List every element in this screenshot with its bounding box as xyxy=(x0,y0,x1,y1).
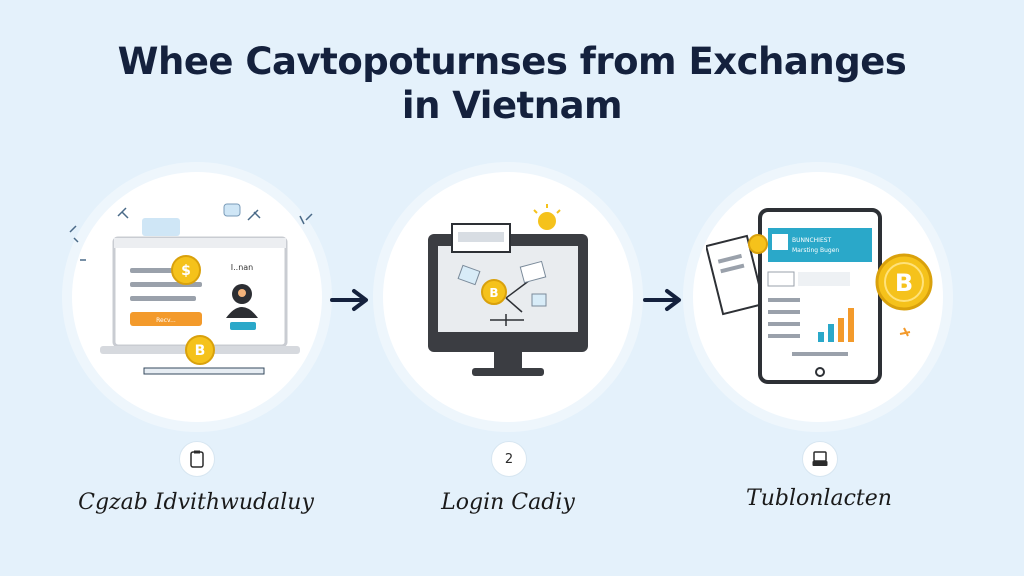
number-badge-icon: 2 xyxy=(491,441,527,477)
svg-text:$: $ xyxy=(181,263,191,279)
tablet-header-line-2: Marsting Bugen xyxy=(792,247,839,254)
blue-badge xyxy=(230,322,256,330)
avatar xyxy=(226,284,258,318)
scanner-icon xyxy=(802,441,838,477)
svg-text:B: B xyxy=(895,269,913,297)
page-title: Whee Cavtopoturnses from Exchanges in Vi… xyxy=(0,40,1024,128)
paper-note-2 xyxy=(457,264,481,286)
coin-icon-1: $ xyxy=(171,255,201,285)
chat-bubble xyxy=(223,203,241,217)
step-1-label: Cgzab Idvithwudaluy xyxy=(78,490,314,515)
clipboard-icon xyxy=(179,441,215,477)
step1-screen-heading: I..nan xyxy=(231,263,254,272)
bar-chart xyxy=(818,308,854,342)
decorative-doodles xyxy=(69,207,313,261)
arrow-right-icon-2 xyxy=(643,289,681,311)
coin-icon-4 xyxy=(748,234,768,254)
monitor-screen xyxy=(438,246,578,332)
step-2-number: 2 xyxy=(504,451,514,467)
title-line-1: Whee Cavtopoturnses from Exchanges xyxy=(117,40,907,83)
svg-text:B: B xyxy=(489,286,498,300)
sparkle-icon xyxy=(899,327,911,337)
lightbulb-coin-icon xyxy=(533,204,561,230)
receipt-strip xyxy=(143,367,265,375)
coin-icon-3: B xyxy=(481,279,507,305)
coin-icon-5: B xyxy=(875,253,933,311)
step-3-label: Tublonlacten xyxy=(746,486,892,511)
tablet-header-line-1: BUNNCHIEST xyxy=(792,237,832,244)
paper-note-3 xyxy=(531,293,547,307)
step-2-label: Login Cadiy xyxy=(441,490,575,515)
step-2-illustration: B xyxy=(428,204,588,376)
tablet-home-button xyxy=(815,367,825,377)
arrow-right-icon-1 xyxy=(330,289,368,311)
transfer-lines xyxy=(490,279,531,326)
orange-button xyxy=(130,312,202,326)
coin-icon-2: B xyxy=(185,335,215,365)
monitor-foot xyxy=(472,368,544,376)
cloud-card xyxy=(142,218,180,236)
step1-button-text: Recv... xyxy=(156,317,176,324)
laptop-topbar xyxy=(114,238,286,248)
paper-note-1 xyxy=(519,260,547,284)
svg-text:B: B xyxy=(195,343,206,359)
document-sheet xyxy=(706,234,766,316)
monitor-stand xyxy=(494,352,522,368)
title-line-2: in Vietnam xyxy=(401,84,623,127)
step-3-illustration: BUNNCHIEST Marsting Bugen B xyxy=(706,208,933,384)
laptop-frame xyxy=(112,236,288,348)
step-1-illustration: Recv... I..nan $ B xyxy=(69,203,313,375)
